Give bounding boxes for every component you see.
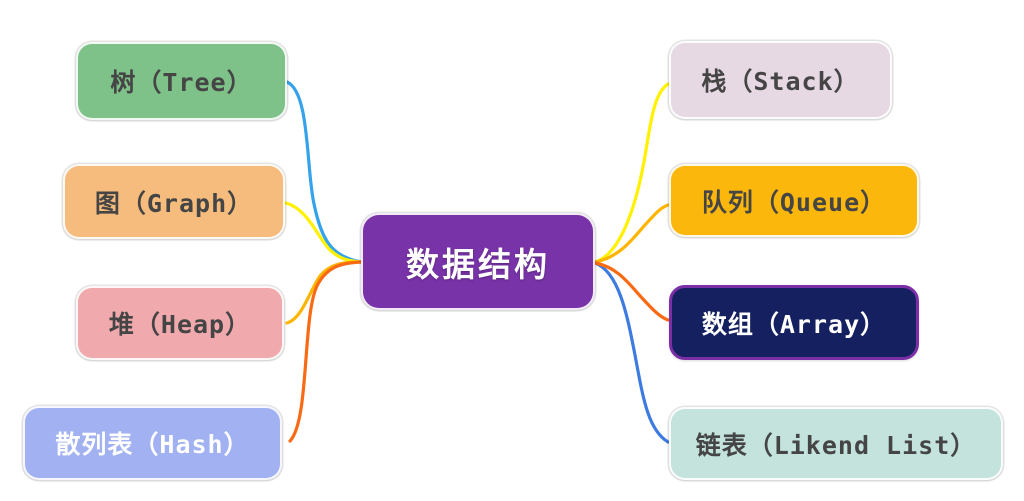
node-heap[interactable]: 堆（Heap） [76,286,284,360]
node-hash[interactable]: 散列表（Hash） [23,406,282,480]
connector-hash [288,260,363,443]
connector-graph [284,201,363,264]
node-center-root[interactable]: 数据结构 [361,213,595,310]
connector-array [593,261,670,322]
node-linked-list-label: 链表（Likend List） [695,430,977,460]
node-array-label: 数组（Array） [701,309,887,339]
node-graph-label: 图（Graph） [94,188,254,218]
node-tree[interactable]: 树（Tree） [76,42,287,120]
node-tree-label: 树（Tree） [110,68,253,97]
node-linked-list[interactable]: 链表（Likend List） [669,407,1003,480]
node-queue-label: 队列（Queue） [701,187,887,217]
node-array[interactable]: 数组（Array） [669,285,919,360]
connector-tree [285,80,363,264]
node-stack-label: 栈（Stack） [701,67,860,96]
node-center-label: 数据结构 [406,244,550,284]
connector-linked-list [593,261,670,444]
connector-stack [593,82,670,264]
node-hash-label: 散列表（Hash） [55,430,250,459]
node-graph[interactable]: 图（Graph） [63,164,285,239]
connector-queue [593,203,670,264]
node-queue[interactable]: 队列（Queue） [669,164,919,237]
connector-heap [285,260,363,325]
node-stack[interactable]: 栈（Stack） [669,41,892,119]
node-heap-label: 堆（Heap） [108,310,252,339]
